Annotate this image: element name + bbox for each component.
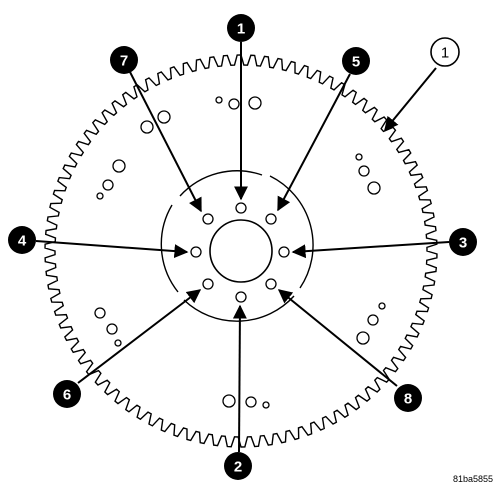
bolt-hole-6 <box>202 278 214 290</box>
leader-8 <box>277 289 398 387</box>
callout-3: 3 <box>449 228 477 256</box>
callout-7: 7 <box>110 46 138 74</box>
leader-3 <box>291 241 450 259</box>
callout-7-label: 7 <box>120 53 128 70</box>
bolt-holes <box>190 202 290 303</box>
callout-5: 5 <box>342 47 370 75</box>
callout-5-label: 5 <box>352 54 360 71</box>
leader-lines <box>35 42 450 453</box>
leader-7 <box>129 71 202 213</box>
plate-holes <box>94 96 386 409</box>
callout-6: 6 <box>53 380 81 408</box>
callout-2: 2 <box>224 452 252 480</box>
leader-4 <box>35 240 189 259</box>
callout-4-label: 4 <box>18 233 27 250</box>
callout-3-label: 3 <box>459 235 467 252</box>
callout-8-label: 8 <box>404 391 412 408</box>
part-callout-1-label: 1 <box>441 45 449 62</box>
bolt-hole-4 <box>190 246 202 258</box>
bolt-hole-3 <box>278 246 290 258</box>
bolt-hole-8 <box>265 278 277 290</box>
bolt-hole-2 <box>235 291 247 303</box>
leader-5 <box>277 73 351 212</box>
center-bore <box>209 219 273 283</box>
leader-part-1 <box>384 67 437 132</box>
callout-6-label: 6 <box>63 387 71 404</box>
figure-reference: 81ba5855 <box>453 474 493 484</box>
callout-8: 8 <box>394 384 422 412</box>
callout-1-label: 1 <box>237 21 245 38</box>
bolt-hole-7 <box>202 213 214 225</box>
callout-1: 1 <box>227 14 255 42</box>
leader-2 <box>232 304 247 453</box>
leader-6 <box>77 289 202 384</box>
callout-4: 4 <box>8 226 36 254</box>
callout-2-label: 2 <box>234 459 242 476</box>
bolt-hole-5 <box>265 213 277 225</box>
part-callout-1: 1 <box>430 37 460 67</box>
bolt-hole-1 <box>235 202 247 214</box>
